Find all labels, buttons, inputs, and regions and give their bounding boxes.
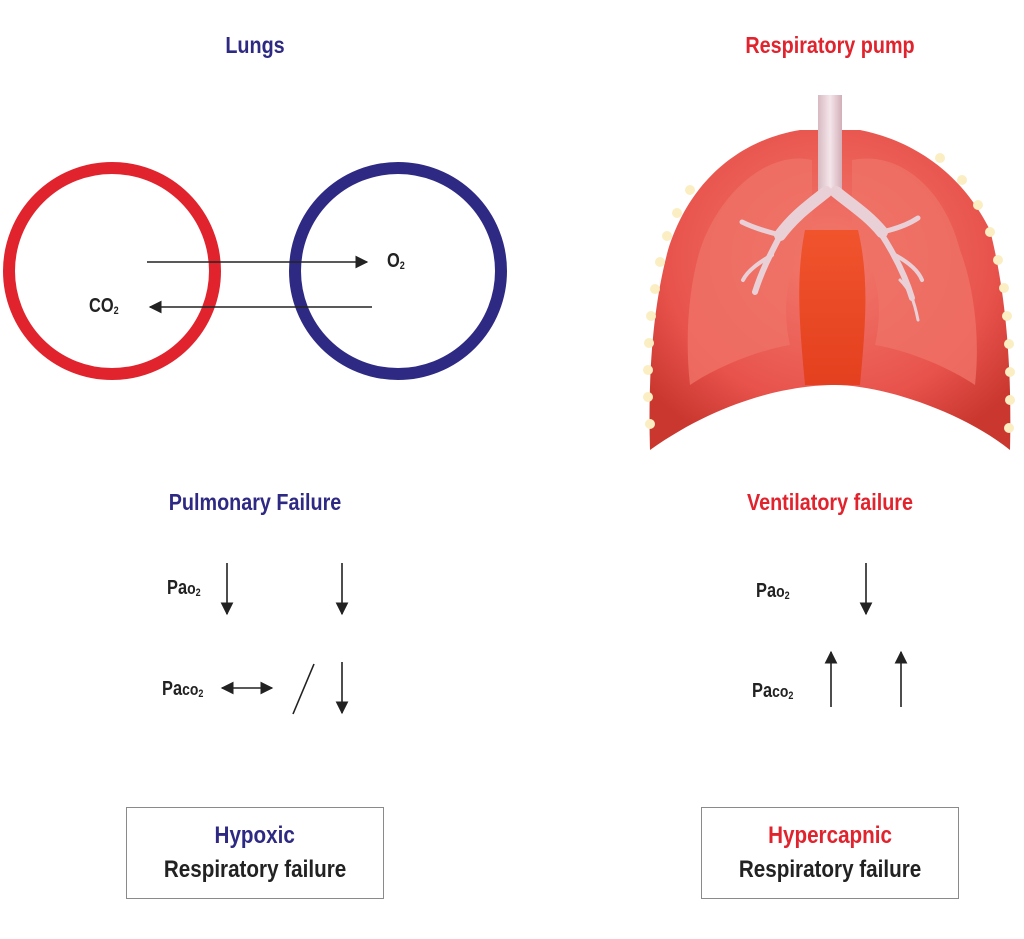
respiratory-pump-title: Respiratory pump [745, 32, 915, 58]
slash-divider [292, 663, 315, 715]
hypoxic-label: Hypoxic [214, 822, 296, 849]
alveolus-circle [289, 162, 507, 380]
respiratory-failure-label-left: Respiratory failure [163, 856, 347, 883]
respiratory-failure-label-right: Respiratory failure [738, 856, 922, 883]
o2-label: O2 [387, 250, 405, 272]
pao2-label-right: Pao2 [756, 580, 790, 602]
hypercapnic-box: Hypercapnic Respiratory failure [701, 807, 959, 899]
paco2-label-left: Paco2 [162, 678, 204, 700]
blood-circle [3, 162, 221, 380]
ventilatory-failure-title: Ventilatory failure [746, 489, 913, 515]
hypercapnic-label: Hypercapnic [768, 822, 892, 849]
pulmonary-failure-title: Pulmonary Failure [168, 489, 342, 515]
co2-label: CO2 [89, 295, 119, 317]
paco2-label-right: Paco2 [752, 680, 794, 702]
hypoxic-box: Hypoxic Respiratory failure [126, 807, 384, 899]
rib-dots [643, 153, 1015, 433]
lungs-title: Lungs [225, 32, 285, 58]
pao2-label-left: Pao2 [167, 577, 201, 599]
